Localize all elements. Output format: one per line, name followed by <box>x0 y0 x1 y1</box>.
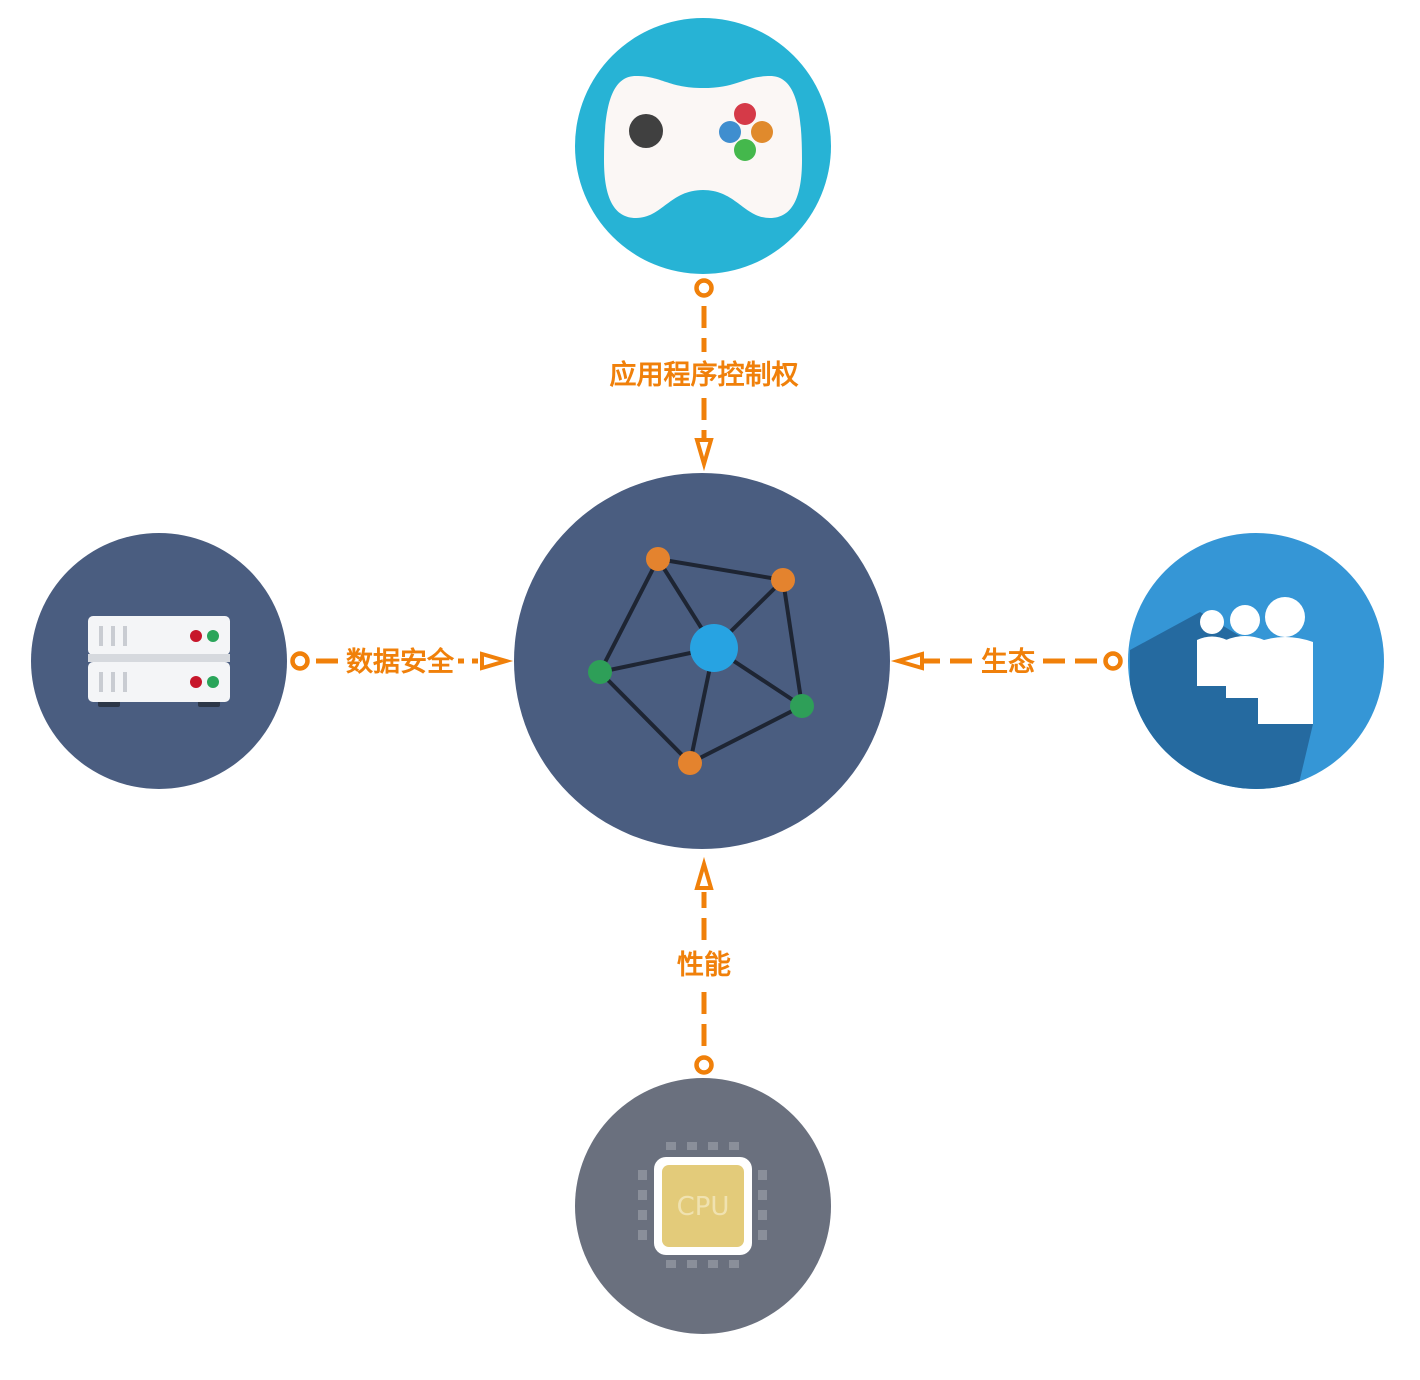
connector-right-arrowhead <box>890 651 924 671</box>
edge-label-bottom: 性能 <box>677 949 731 981</box>
edge-label-left: 数据安全 <box>346 646 455 678</box>
connector-right-start-dot <box>1103 651 1123 671</box>
node-right <box>1128 533 1384 789</box>
cpu-chip-text: CPU <box>677 1192 730 1222</box>
server-icon <box>88 616 230 707</box>
edge-label-right: 生态 <box>981 647 1035 678</box>
connector-top <box>694 278 714 472</box>
connector-left-arrowhead <box>480 651 514 671</box>
connector-bottom <box>694 856 714 1075</box>
connector-bottom-start-dot <box>694 1055 714 1075</box>
connector-right <box>890 651 1123 671</box>
gamepad-icon <box>604 76 802 218</box>
edge-label-top: 应用程序控制权 <box>610 359 799 391</box>
connectors <box>290 278 1123 1075</box>
node-bottom: CPU <box>575 1078 831 1334</box>
node-top <box>575 18 831 274</box>
connector-left <box>290 651 514 671</box>
users-icon <box>1197 597 1313 724</box>
cpu-chip-icon: CPU <box>638 1142 767 1268</box>
node-left <box>31 533 287 789</box>
node-center <box>514 473 890 849</box>
edge-labels: 应用程序控制权 数据安全 生态 性能 <box>346 359 1035 981</box>
connector-top-start-dot <box>694 278 714 298</box>
connector-top-arrowhead <box>694 438 714 472</box>
connector-bottom-arrowhead <box>694 856 714 890</box>
connector-left-start-dot <box>290 651 310 671</box>
network-icon <box>588 547 814 775</box>
